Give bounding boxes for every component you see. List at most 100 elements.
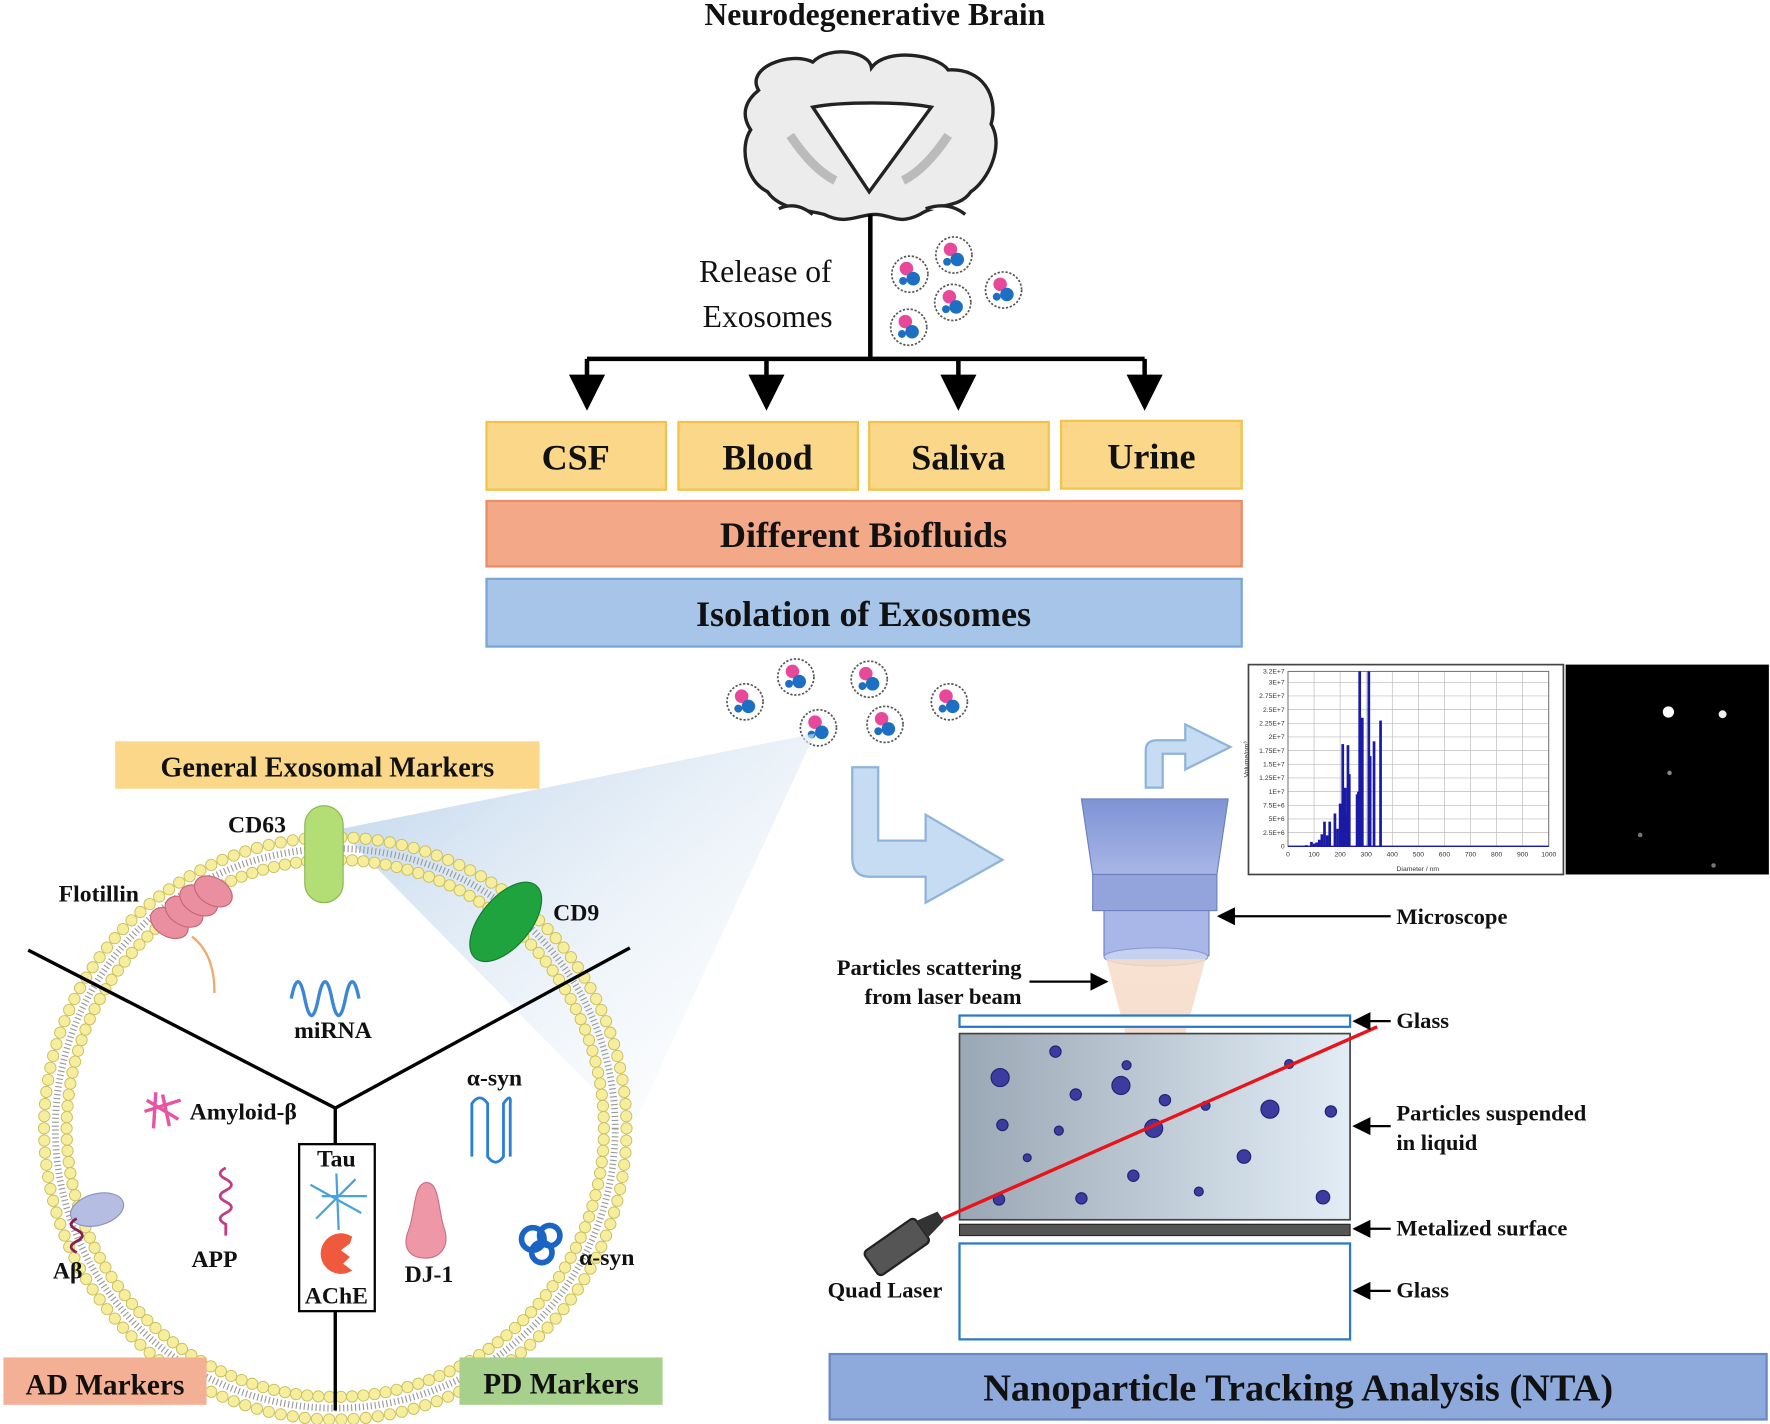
isolation-bar bbox=[485, 577, 1243, 648]
label-blood: Blood bbox=[722, 437, 812, 477]
x-tick-label: 900 bbox=[1517, 851, 1529, 858]
lipid-head bbox=[86, 1283, 99, 1296]
lipid-head bbox=[383, 836, 396, 849]
lipid-head bbox=[433, 874, 446, 887]
lipid-head bbox=[558, 1261, 572, 1274]
marker-labels: CD63 Flotillin CD9 miRNA Amyloid-β APP A… bbox=[53, 813, 635, 1310]
microscope bbox=[1080, 798, 1229, 967]
lipid-head bbox=[582, 1033, 596, 1047]
lipid-head bbox=[500, 1329, 513, 1342]
lipid-head bbox=[239, 845, 252, 858]
lipid-head bbox=[596, 1099, 610, 1112]
nta-title: Nanoparticle Tracking Analysis (NTA) bbox=[983, 1367, 1613, 1409]
lipid-head bbox=[108, 932, 121, 945]
lipid-head bbox=[246, 866, 259, 880]
box-saliva bbox=[868, 420, 1050, 491]
lipid-head bbox=[569, 1002, 582, 1016]
lipid-head bbox=[508, 1321, 522, 1335]
lipid-head bbox=[274, 1408, 287, 1421]
lipid-head bbox=[517, 1314, 530, 1327]
lipid-head bbox=[227, 849, 240, 862]
lipid-head bbox=[256, 1380, 270, 1394]
particle-video-frame bbox=[1565, 664, 1769, 875]
histogram-bar bbox=[1368, 756, 1372, 847]
lipid-head bbox=[464, 864, 477, 877]
x-tick-label: 400 bbox=[1387, 851, 1399, 858]
lipid-head bbox=[582, 1210, 596, 1223]
histogram-bar bbox=[1360, 717, 1364, 847]
lipid-head bbox=[359, 832, 372, 845]
chart-xlabel: Diameter / nm bbox=[1397, 866, 1440, 873]
lipid-head bbox=[63, 1003, 76, 1017]
flow-arrow-up-right bbox=[1144, 722, 1233, 789]
lipid-head bbox=[37, 1122, 51, 1135]
exosome-membrane bbox=[37, 831, 633, 1424]
lipid-head bbox=[166, 1336, 179, 1349]
lipid-head bbox=[100, 941, 114, 954]
y-tick-label: 1.25E+7 bbox=[1259, 775, 1285, 782]
exosome-icon bbox=[933, 283, 972, 322]
lipid-head bbox=[58, 1015, 71, 1028]
lipid-head bbox=[491, 1336, 504, 1349]
lipid-head bbox=[162, 883, 176, 896]
lipid-head bbox=[42, 1073, 55, 1086]
lipid-head bbox=[61, 1099, 74, 1112]
lipid-head bbox=[618, 1085, 631, 1098]
box-blood bbox=[677, 420, 860, 491]
laser-beam bbox=[941, 1025, 1378, 1221]
lipid-head bbox=[607, 1038, 621, 1051]
histogram-bar bbox=[1320, 834, 1324, 847]
tau-icon bbox=[309, 1173, 367, 1230]
lipid-head bbox=[620, 1122, 633, 1135]
lipid-head bbox=[149, 1321, 162, 1335]
x-tick-label: 100 bbox=[1308, 851, 1320, 858]
lipid-head bbox=[443, 1365, 456, 1378]
lipid-head bbox=[401, 1380, 414, 1394]
y-tick-label: 1.5E+7 bbox=[1263, 762, 1285, 769]
lipid-head bbox=[525, 938, 538, 951]
lipid-head bbox=[143, 1346, 156, 1359]
lipid-head bbox=[407, 841, 420, 855]
cd9-protein bbox=[469, 881, 543, 963]
lipid-head bbox=[412, 866, 425, 880]
lipid-head bbox=[371, 834, 384, 847]
lipid-head bbox=[549, 932, 562, 945]
lipid-head bbox=[227, 1395, 240, 1408]
lipid-head bbox=[379, 858, 392, 871]
lipid-head bbox=[99, 1261, 112, 1274]
different-biofluids-bar bbox=[485, 499, 1243, 568]
lipid-head bbox=[594, 1167, 607, 1180]
suspended-particles bbox=[990, 1045, 1338, 1206]
lipid-head bbox=[68, 1055, 82, 1068]
lipid-head bbox=[47, 1194, 60, 1207]
lipid-head bbox=[250, 841, 264, 855]
label-scattering-1: Particles scattering bbox=[837, 955, 1023, 980]
lipid-head bbox=[38, 1110, 51, 1123]
label-app: APP bbox=[191, 1247, 237, 1273]
lipid-head bbox=[590, 1251, 603, 1264]
lipid-head bbox=[532, 1330, 546, 1343]
particle bbox=[1069, 1088, 1082, 1101]
lipid-head bbox=[157, 1329, 171, 1342]
lipid-head bbox=[250, 1402, 264, 1415]
lipid-head bbox=[564, 992, 577, 1006]
lipid-head bbox=[347, 831, 360, 844]
exosome-icon bbox=[889, 308, 928, 347]
release-label-2: Exosomes bbox=[703, 299, 833, 334]
lipid-head bbox=[125, 914, 138, 927]
lipid-head bbox=[453, 884, 466, 897]
lipid-head bbox=[44, 1061, 57, 1074]
histogram-bar bbox=[1315, 842, 1319, 847]
lipid-head bbox=[595, 1240, 608, 1253]
lipid-head bbox=[589, 1055, 602, 1068]
chart-frame bbox=[1247, 663, 1565, 876]
particle bbox=[1111, 1075, 1131, 1096]
exosome-icon bbox=[930, 682, 969, 721]
y-tick-label: 3E+7 bbox=[1269, 680, 1285, 687]
exosome-icon bbox=[866, 705, 904, 744]
exosome-cluster-top bbox=[889, 236, 1023, 347]
lipid-head bbox=[40, 1085, 53, 1098]
lipid-head bbox=[267, 860, 281, 874]
flow-arrow-down-right bbox=[851, 766, 1005, 905]
x-tick-label: 700 bbox=[1465, 851, 1477, 858]
